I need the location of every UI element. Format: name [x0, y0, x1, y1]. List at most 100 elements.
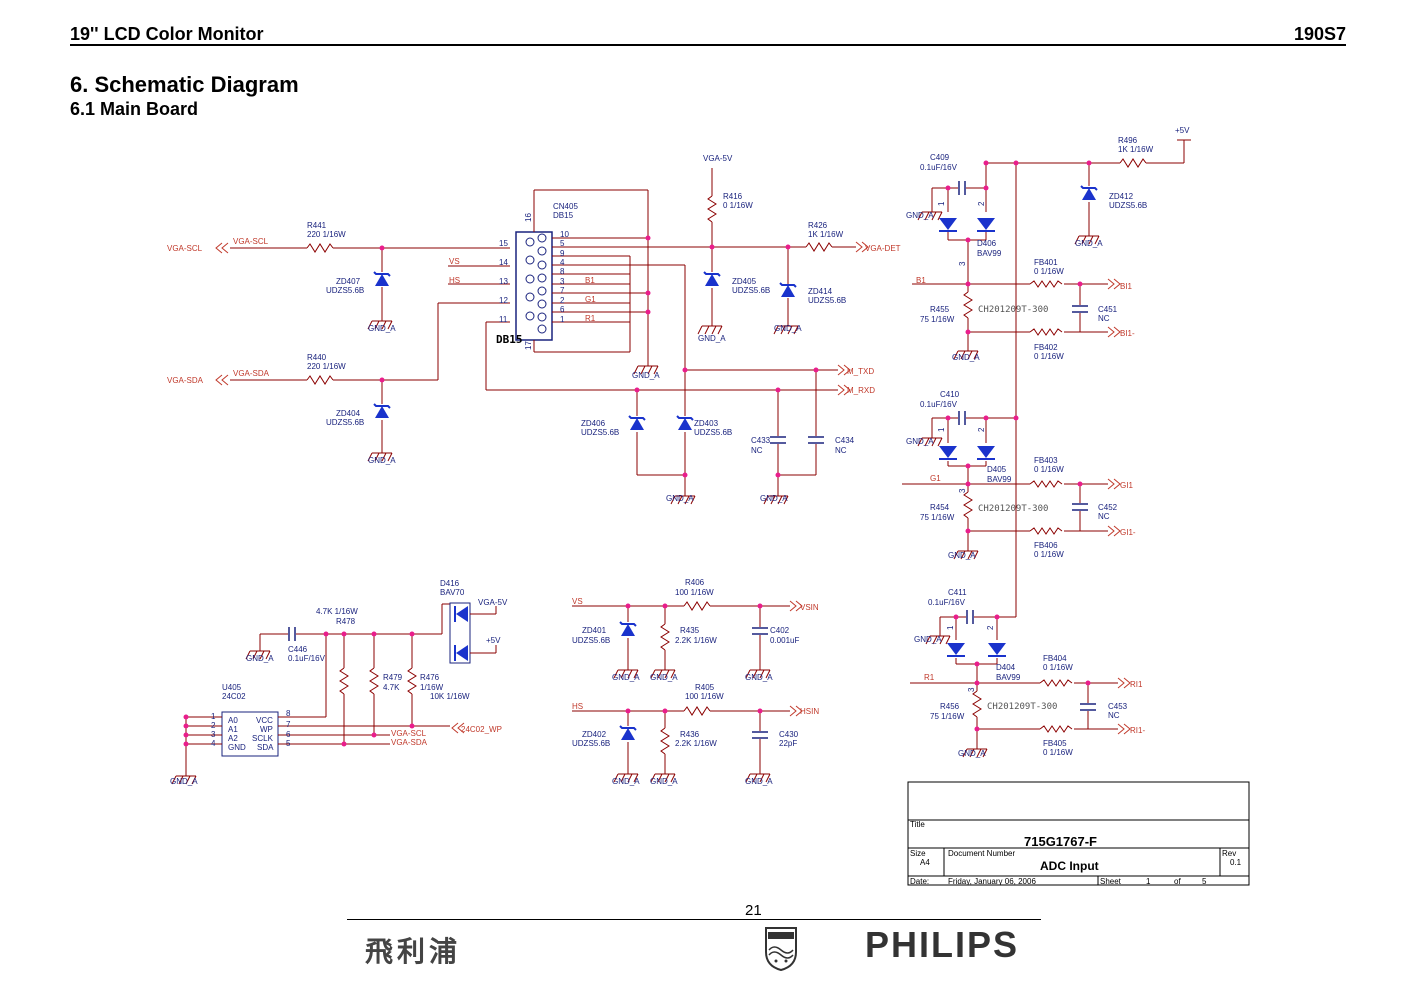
- svg-text:5: 5: [286, 739, 291, 748]
- svg-text:C446: C446: [288, 645, 308, 654]
- svg-text:CH201209T-300: CH201209T-300: [978, 504, 1048, 514]
- svg-text:24C02_WP: 24C02_WP: [461, 725, 502, 734]
- svg-text:7: 7: [286, 720, 291, 729]
- svg-text:R454: R454: [930, 503, 950, 512]
- svg-text:2: 2: [560, 296, 565, 305]
- page-number: 21: [745, 902, 762, 919]
- svg-text:FB402: FB402: [1034, 343, 1058, 352]
- zd405-icon: [703, 271, 721, 287]
- svg-text:8: 8: [560, 267, 565, 276]
- svg-text:8: 8: [286, 709, 291, 718]
- svg-text:GND_A: GND_A: [948, 551, 976, 560]
- zd406-icon: [628, 415, 646, 431]
- philips-shield-icon: [765, 927, 797, 972]
- c433-ref: C433: [751, 436, 771, 445]
- net-vga-det: VGA-DET: [865, 244, 901, 253]
- svg-text:GND_A: GND_A: [612, 673, 640, 682]
- svg-text:GND_A: GND_A: [170, 777, 198, 786]
- c433-val: NC: [751, 446, 763, 455]
- svg-text:GND_A: GND_A: [632, 371, 660, 380]
- zd406-val: UDZS5.6B: [581, 428, 619, 437]
- svg-text:BAV99: BAV99: [996, 673, 1021, 682]
- svg-text:FB401: FB401: [1034, 258, 1058, 267]
- svg-text:GND_A: GND_A: [650, 673, 678, 682]
- title-block: Title Size A4 Document Number Rev 0.1 Da…: [907, 781, 1250, 886]
- svg-text:7: 7: [560, 286, 565, 295]
- svg-text:C452: C452: [1098, 503, 1118, 512]
- svg-text:75 1/16W: 75 1/16W: [920, 513, 955, 522]
- svg-text:0.1: 0.1: [1230, 858, 1242, 867]
- svg-text:BAV99: BAV99: [987, 475, 1012, 484]
- svg-text:0 1/16W: 0 1/16W: [1034, 267, 1064, 276]
- svg-text:2: 2: [977, 201, 986, 206]
- zd406-ref: ZD406: [581, 419, 606, 428]
- vga-input-section: [230, 168, 856, 490]
- vga-5v-net: VGA-5V: [703, 154, 733, 163]
- svg-text:R1: R1: [924, 673, 935, 682]
- svg-text:12: 12: [499, 296, 508, 305]
- svg-text:R478: R478: [336, 617, 356, 626]
- svg-text:GND_A: GND_A: [952, 353, 980, 362]
- rgb-clamp-section: [902, 139, 1191, 743]
- r416-ref: R416: [723, 192, 743, 201]
- svg-text:3: 3: [967, 687, 976, 692]
- svg-text:C402: C402: [770, 626, 790, 635]
- svg-text:0.1uF/16V: 0.1uF/16V: [928, 598, 966, 607]
- net-m-rxd: M_RXD: [847, 386, 875, 395]
- svg-text:GND_A: GND_A: [650, 777, 678, 786]
- svg-text:SCLK: SCLK: [252, 734, 274, 743]
- svg-text:15: 15: [499, 239, 508, 248]
- svg-text:R496: R496: [1118, 136, 1138, 145]
- svg-text:C410: C410: [940, 390, 960, 399]
- svg-text:2: 2: [986, 625, 995, 630]
- svg-text:GND_A: GND_A: [666, 494, 694, 503]
- svg-text:1: 1: [937, 201, 946, 206]
- svg-text:1: 1: [211, 712, 216, 721]
- cn405-ref: CN405: [553, 202, 578, 211]
- svg-text:Friday, January 06, 2006: Friday, January 06, 2006: [948, 877, 1036, 886]
- svg-text:VGA-SCL: VGA-SCL: [391, 729, 427, 738]
- svg-text:ZD412: ZD412: [1109, 192, 1134, 201]
- svg-text:GND: GND: [228, 743, 246, 752]
- svg-text:GND_A: GND_A: [368, 456, 396, 465]
- svg-text:GND_A: GND_A: [1075, 239, 1103, 248]
- svg-text:R479: R479: [383, 673, 403, 682]
- svg-text:GND_A: GND_A: [906, 437, 934, 446]
- net-vga-scl: VGA-SCL: [167, 244, 203, 253]
- zd404-ref: ZD404: [336, 409, 361, 418]
- svg-text:1: 1: [937, 427, 946, 432]
- zd404-val: UDZS5.6B: [326, 418, 364, 427]
- svg-text:R405: R405: [695, 683, 715, 692]
- net-hsin: HSIN: [800, 707, 819, 716]
- zd412-icon: [1080, 185, 1098, 201]
- svg-text:Document Number: Document Number: [948, 849, 1015, 858]
- svg-text:D416: D416: [440, 579, 460, 588]
- title-block-title: 715G1767-F: [1024, 834, 1097, 849]
- svg-text:4.7K: 4.7K: [383, 683, 400, 692]
- svg-text:75 1/16W: 75 1/16W: [920, 315, 955, 324]
- zd407-icon: [373, 271, 391, 287]
- svg-text:FB406: FB406: [1034, 541, 1058, 550]
- svg-text:VGA-5V: VGA-5V: [478, 598, 508, 607]
- svg-text:Rev: Rev: [1222, 849, 1236, 858]
- net-vsin: VSIN: [800, 603, 819, 612]
- svg-text:11: 11: [499, 315, 508, 324]
- svg-text:VS: VS: [449, 257, 460, 266]
- svg-text:VGA-SDA: VGA-SDA: [233, 369, 270, 378]
- svg-text:Size: Size: [910, 849, 926, 858]
- svg-text:+5V: +5V: [486, 636, 501, 645]
- svg-text:6: 6: [560, 305, 565, 314]
- svg-text:0.1uF/16V: 0.1uF/16V: [920, 163, 958, 172]
- svg-text:0 1/16W: 0 1/16W: [1034, 352, 1064, 361]
- svg-text:A2: A2: [228, 734, 238, 743]
- svg-text:FB404: FB404: [1043, 654, 1067, 663]
- svg-text:16: 16: [524, 213, 533, 222]
- svg-text:9: 9: [560, 249, 565, 258]
- svg-text:3: 3: [958, 488, 967, 493]
- r440-val: 220 1/16W: [307, 362, 346, 371]
- svg-text:FB403: FB403: [1034, 456, 1058, 465]
- title-block-docnum: ADC Input: [1040, 859, 1099, 873]
- svg-text:GND_A: GND_A: [906, 211, 934, 220]
- svg-text:WP: WP: [260, 725, 273, 734]
